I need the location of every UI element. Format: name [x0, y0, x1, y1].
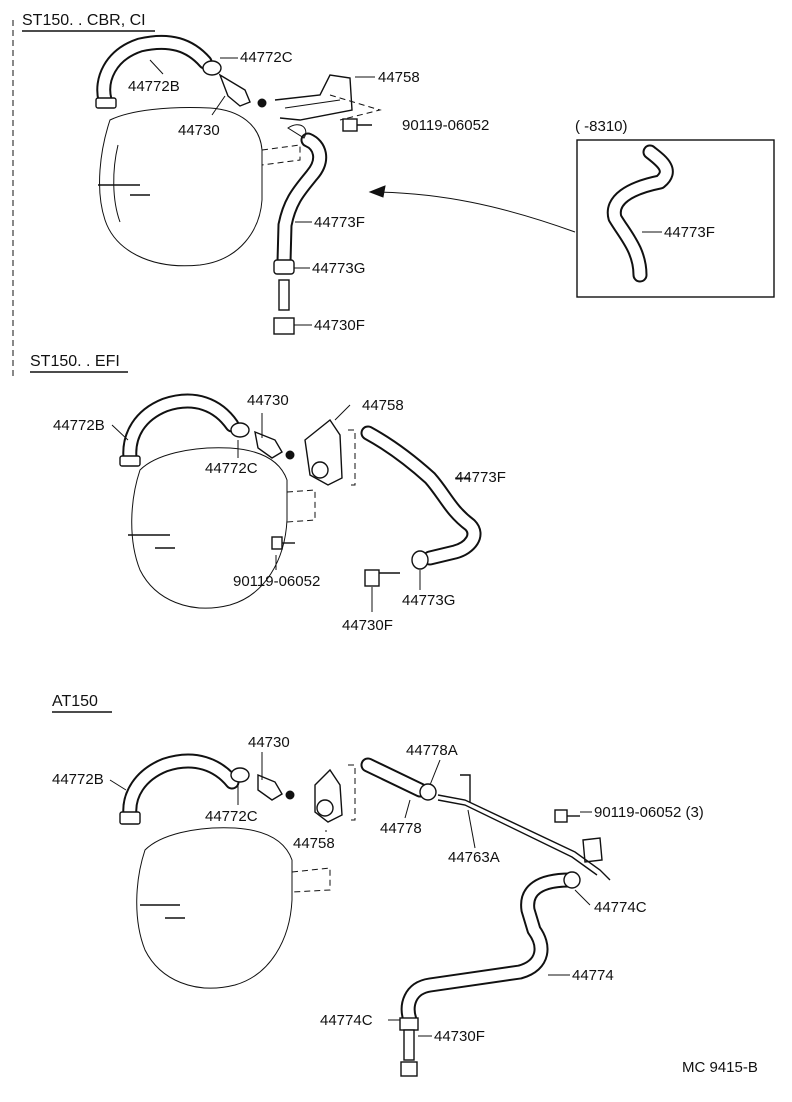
label-44758: 44758 — [378, 69, 420, 86]
label-44730: 44730 — [178, 122, 220, 139]
label-44763a-3: 44763A — [448, 849, 500, 866]
figure-code: MC 9415-B — [682, 1059, 758, 1076]
label-44774c-bottom: 44774C — [320, 1012, 373, 1029]
bolt-90119-2 — [271, 536, 295, 550]
section-st150-cbr-ci: ST150. . CBR, CI — [22, 12, 775, 335]
label-44772c-2: 44772C — [205, 460, 258, 477]
bracket-44758-1 — [274, 74, 382, 132]
inset-label: ( -8310) — [575, 118, 628, 135]
hose-44774-3 — [399, 871, 581, 1077]
label-44774-3: 44774 — [572, 967, 614, 984]
section-title-st150-cbr-ci: ST150. . CBR, CI — [22, 12, 146, 29]
label-44730f-2: 44730F — [342, 617, 393, 634]
section-title-at150: AT150 — [52, 693, 98, 710]
label-44778a-3: 44778A — [406, 742, 458, 759]
label-44772b-3: 44772B — [52, 771, 104, 788]
hose-44772b-2 — [119, 393, 240, 467]
hose-44778-3 — [360, 757, 437, 801]
hose-44772b-1 — [95, 34, 213, 109]
label-44773f: 44773F — [314, 214, 365, 231]
hose-44772b-3 — [119, 753, 240, 825]
check-valve-44730-2 — [230, 422, 295, 460]
label-44730f-3: 44730F — [434, 1028, 485, 1045]
brake-booster-3 — [136, 827, 331, 989]
label-44778-3: 44778 — [380, 820, 422, 837]
bracket-44758-3 — [314, 764, 356, 823]
label-44773g-2: 44773G — [402, 592, 455, 609]
section-title-st150-efi: ST150. . EFI — [30, 353, 120, 370]
label-44730-3: 44730 — [248, 734, 290, 751]
brake-booster-2 — [128, 447, 316, 609]
check-valve-44730-3 — [230, 767, 295, 801]
label-44730-2: 44730 — [247, 392, 289, 409]
fitting-44730f-2 — [364, 569, 400, 587]
inset-pointer — [374, 191, 576, 233]
check-valve-44730-1 — [202, 60, 267, 108]
label-44772b: 44772B — [128, 78, 180, 95]
hose-44773f-2 — [360, 425, 482, 570]
label-44758-3: 44758 — [293, 835, 335, 852]
hose-fitting-1 — [287, 124, 307, 139]
hose-44773f-1 — [273, 132, 328, 335]
section-at150: AT150 — [52, 693, 704, 1077]
inset-early-hose: ( -8310) 44773F — [575, 118, 775, 298]
label-44772c-3: 44772C — [205, 808, 258, 825]
label-44772b-2: 44772B — [53, 417, 105, 434]
pipe-44763a-3 — [437, 774, 611, 881]
bracket-44758-2 — [304, 418, 356, 486]
inset-pointer-arrowhead — [368, 185, 386, 198]
section-st150-efi: ST150. . EFI — [30, 353, 506, 634]
label-44773f-2: 44773F — [455, 469, 506, 486]
label-44758-2: 44758 — [362, 397, 404, 414]
bolt-90119-3 — [554, 809, 603, 863]
label-44774c-top: 44774C — [594, 899, 647, 916]
label-44773g: 44773G — [312, 260, 365, 277]
inset-label-44773f: 44773F — [664, 224, 715, 241]
label-44730f: 44730F — [314, 317, 365, 334]
label-90119-2: 90119-06052 — [233, 573, 320, 590]
label-44772c: 44772C — [240, 49, 293, 66]
brake-booster-1 — [98, 107, 301, 267]
label-90119-3: 90119-06052 (3) — [594, 804, 704, 821]
label-90119-06052: 90119-06052 — [402, 117, 489, 134]
